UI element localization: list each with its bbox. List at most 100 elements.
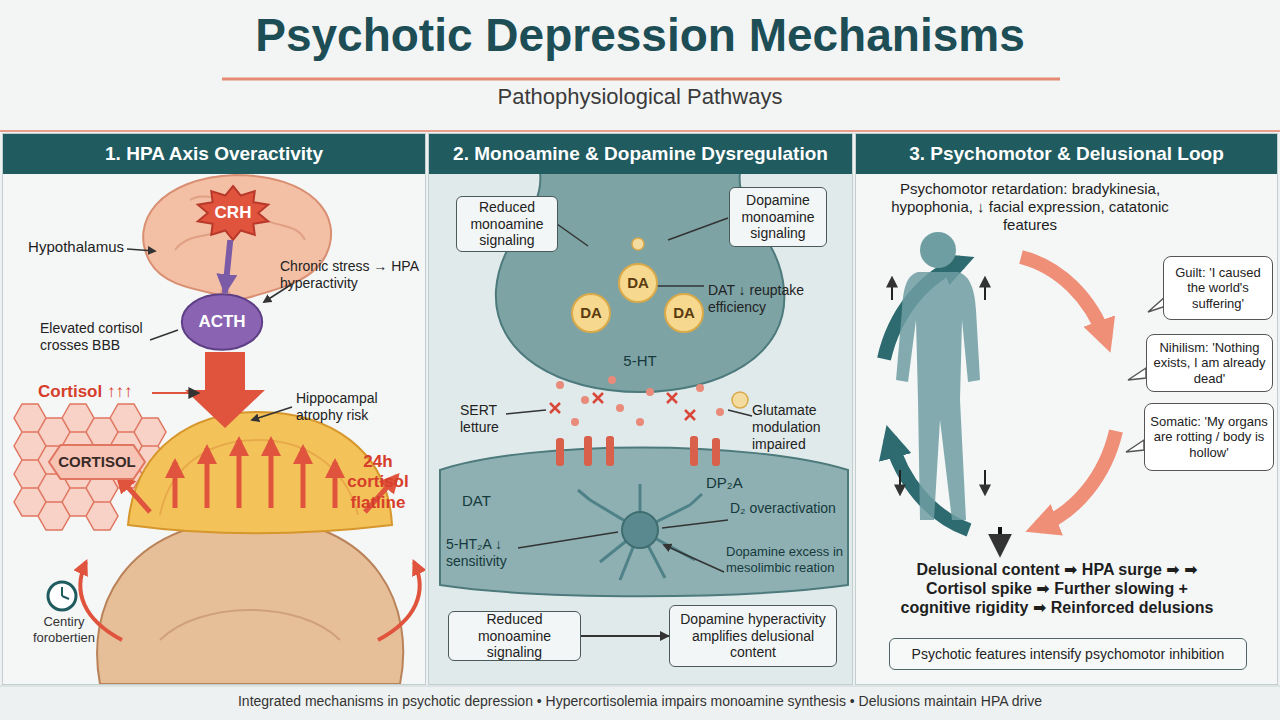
clock-icon	[61, 587, 63, 596]
connector-group	[225, 240, 669, 636]
loop-arrows	[1038, 431, 1116, 527]
annotation-label: D₂ overactivation	[730, 500, 840, 517]
subtitle: Pathophysiological Pathways	[0, 84, 1280, 110]
cortisol-arrows	[80, 562, 122, 640]
motion-arrows	[984, 470, 986, 494]
kidney-illustration	[97, 518, 403, 684]
loop-arrows	[884, 257, 1116, 530]
synaptic-vesicles	[581, 396, 589, 404]
pituitary-node: ACTH	[181, 293, 263, 351]
cortisol-arrows	[269, 440, 274, 508]
receptor	[556, 436, 720, 466]
background	[2, 133, 426, 685]
hormone-burst: CRH	[196, 186, 270, 240]
cortisol-arrows	[205, 448, 210, 508]
annotation-label: 24h cortisol flatline	[336, 452, 420, 513]
loop-arrows	[1021, 257, 1106, 340]
synaptic-vesicles	[732, 392, 748, 408]
speech-bubble: Guilt: 'I caused the world's suffering'	[1163, 256, 1273, 320]
motion-arrows	[984, 278, 986, 300]
receptor	[556, 438, 564, 466]
node-text: Nihilism: 'Nothing exists, I am already …	[1150, 340, 1269, 387]
annotation-label: Delusional content ➡ HPA surge ➡ ➡ Corti…	[892, 560, 1222, 618]
process-box: Reduced monoamine signaling	[448, 611, 581, 661]
background	[0, 130, 1280, 132]
patient-figure	[896, 232, 980, 520]
receptor	[690, 436, 698, 466]
node-text: Dopamine hyperactivity amplifies delusio…	[673, 611, 833, 661]
node-text: Somatic: 'My organs are rotting / body i…	[1148, 414, 1270, 461]
leader-line	[506, 410, 546, 414]
motion-arrows	[891, 278, 893, 300]
node-text: Reduced monoamine signaling	[460, 199, 554, 249]
synaptic-vesicles	[646, 388, 654, 396]
node-text: CRH	[215, 203, 252, 223]
cortisol-arrows	[301, 448, 306, 508]
neurotransmitter-circle: DA	[571, 293, 611, 333]
node-text: DA	[673, 304, 695, 322]
summary-box: Psychotic features intensify psychomotor…	[889, 638, 1247, 670]
leader-line	[150, 330, 178, 340]
cortisol-arrows	[173, 462, 178, 508]
neurotransmitter-circle: DA	[618, 263, 658, 303]
leader-line	[668, 218, 728, 240]
hexagon-outline	[49, 445, 145, 479]
cortisol-arrows	[185, 352, 265, 428]
cortisol-arrows	[118, 476, 150, 512]
annotation-label: Centiry forobertien	[22, 614, 106, 645]
footer-band	[0, 686, 1280, 720]
background	[222, 78, 1060, 81]
burst-outline	[198, 186, 268, 240]
node-text: Reduced monoamine signaling	[452, 611, 577, 661]
postsynaptic-membrane	[440, 448, 848, 597]
annotation-label: DAT	[462, 492, 512, 510]
leader-line	[652, 285, 704, 287]
annotation-label: 5-HT	[612, 352, 668, 370]
bubble-tail	[1126, 440, 1144, 452]
presynaptic-terminal	[632, 238, 644, 250]
node-text: Guilt: 'I caused the world's suffering'	[1167, 265, 1269, 312]
annotation-label: 5-HT₂A ↓ sensitivity	[446, 536, 542, 570]
motion-arrows	[892, 278, 1000, 553]
annotation-label: Elevated cortisol crosses BBB	[40, 320, 152, 354]
footer-band	[0, 686, 1280, 720]
node-text: Psychotic features intensify psychomotor…	[912, 646, 1225, 663]
cortisol-arrows	[333, 462, 338, 508]
receptor	[606, 436, 614, 466]
speech-bubble: Somatic: 'My organs are rotting / body i…	[1144, 403, 1274, 471]
neurotransmitter-circle: DA	[664, 293, 704, 333]
process-box: Reduced monoamine signaling	[456, 196, 558, 252]
panel-heading: 1. HPA Axis Overactivity	[3, 134, 425, 174]
kidney-illustration	[97, 518, 403, 684]
postsynaptic-membrane	[440, 448, 848, 597]
blocked-transport-mark	[550, 393, 695, 420]
synaptic-vesicles	[616, 404, 624, 412]
annotation-label: Hypothalamus	[12, 238, 124, 256]
cortisol-arrows	[237, 440, 242, 508]
annotation-label: SERT letture	[460, 402, 520, 436]
node-text: CORTISOL	[58, 453, 136, 471]
receptor	[712, 438, 720, 466]
adrenal-gland	[160, 440, 358, 515]
kidney-illustration	[160, 610, 340, 640]
blocked-transport-mark	[550, 393, 695, 420]
neuron-illustration	[622, 512, 658, 548]
annotation-label: Psychomotor retardation: bradykinesia, h…	[880, 180, 1180, 234]
motion-arrows	[899, 470, 901, 494]
motion-arrows	[998, 527, 1002, 553]
synaptic-vesicles	[696, 384, 704, 392]
neuron-illustration	[578, 484, 702, 580]
leader-line	[127, 249, 292, 420]
connector-arrow	[225, 240, 230, 293]
leader-line	[152, 392, 198, 394]
node-text: ACTH	[198, 312, 245, 332]
synaptic-vesicles	[608, 376, 616, 384]
background	[428, 133, 853, 685]
synaptic-vesicles	[716, 408, 724, 416]
leader-line	[127, 249, 155, 251]
hormone-hexagon: CORTISOL	[49, 445, 145, 479]
patient-figure	[896, 272, 980, 520]
